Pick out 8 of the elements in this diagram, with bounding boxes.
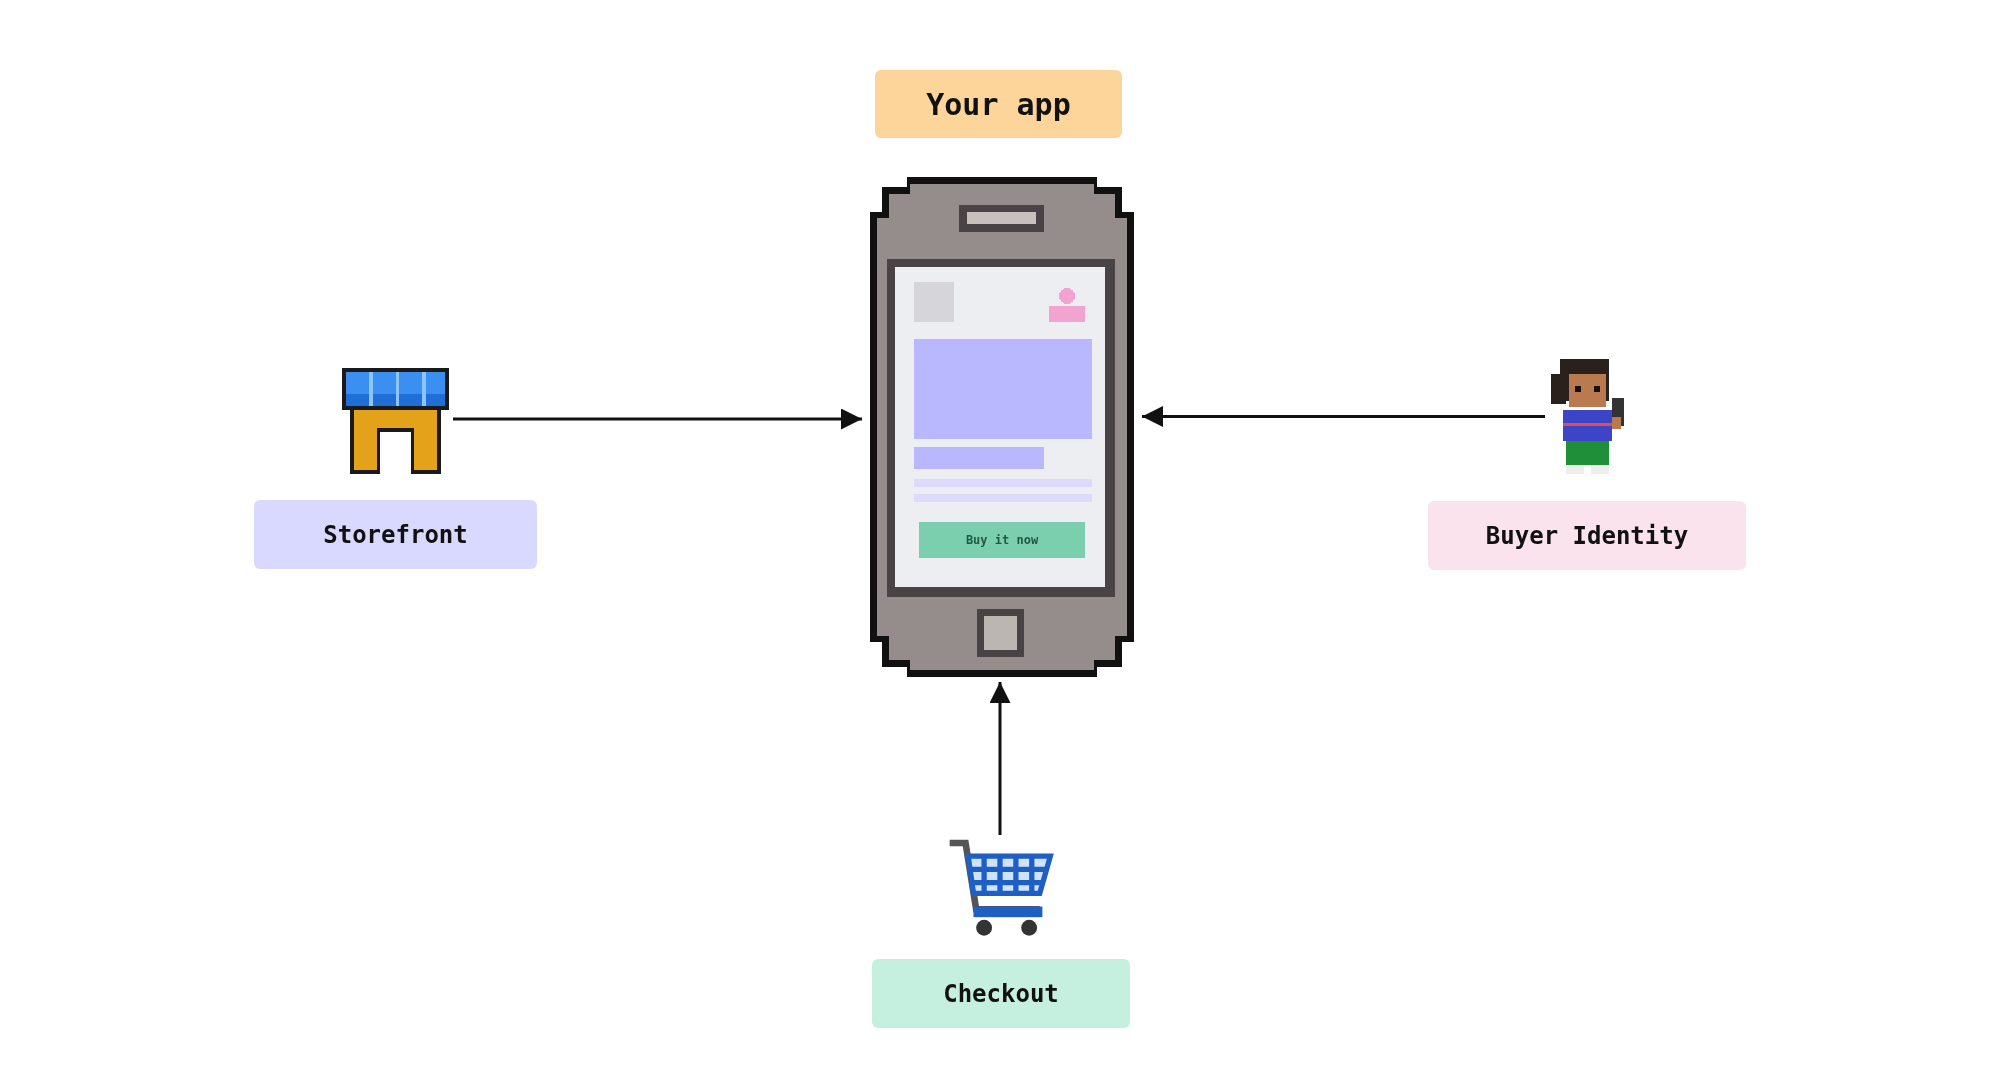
label-box: Your app [875,70,1122,138]
arrow [1142,406,1545,427]
label-box: Checkout [872,959,1130,1028]
label-box: Storefront [254,500,537,569]
label-box: Buyer Identity [1428,501,1746,570]
arrow [453,408,862,430]
arrow [989,682,1011,835]
buy-now-button: Buy it now [919,522,1085,558]
